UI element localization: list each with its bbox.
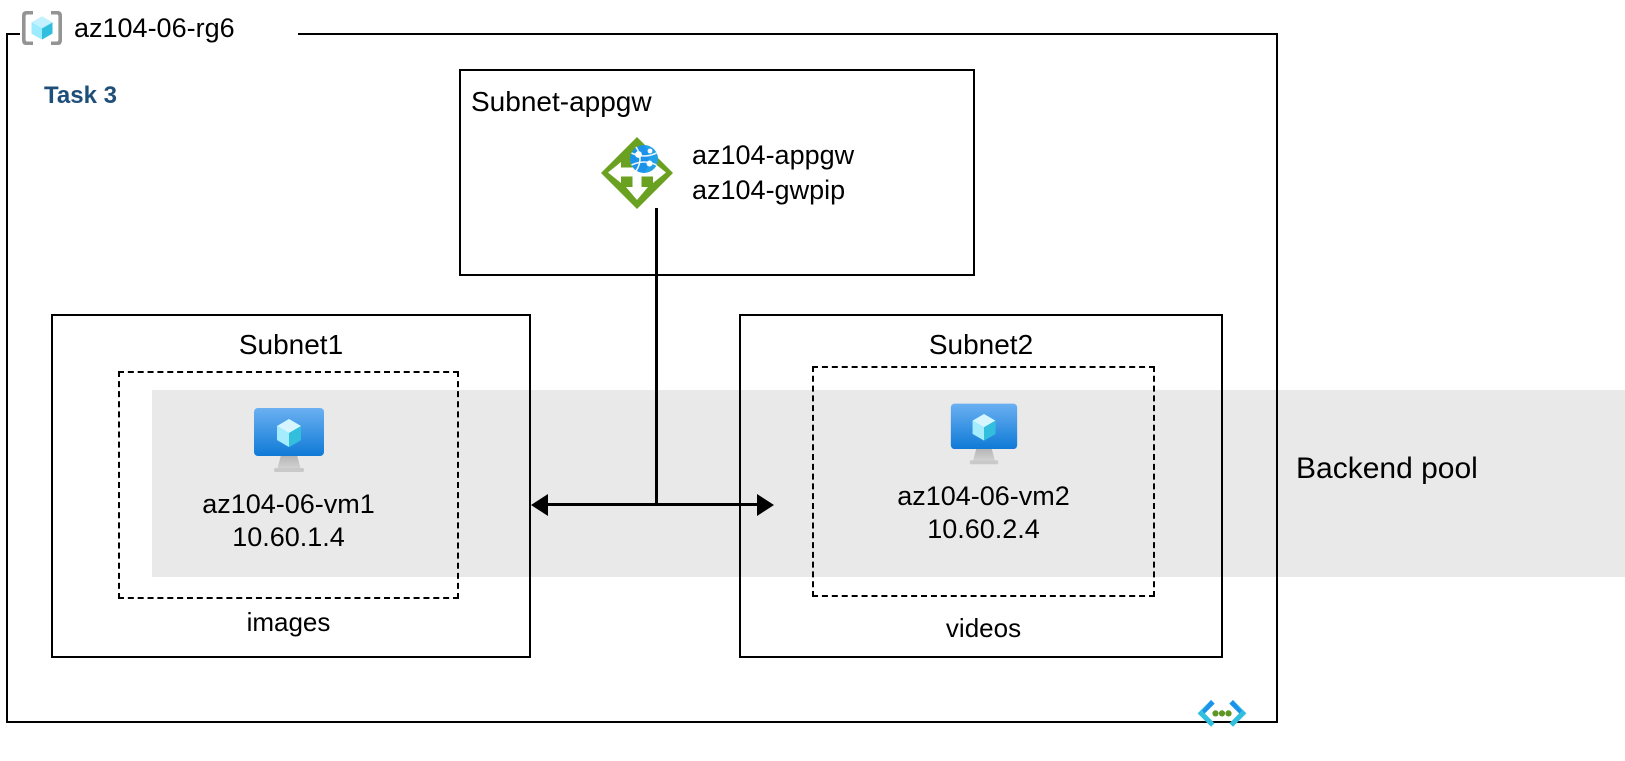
subnet2-title: Subnet2 <box>928 329 1034 360</box>
vm2-name: az104-06-vm2 <box>897 481 1070 511</box>
subnet2-nic-caption: videos <box>945 613 1022 643</box>
subnet1-title: Subnet1 <box>238 329 344 360</box>
arrow-head-left-icon <box>531 494 548 516</box>
resource-group-cube-icon <box>20 6 64 50</box>
vm1-name: az104-06-vm1 <box>202 489 375 519</box>
virtual-machine-icon <box>947 396 1021 468</box>
subnet2-box <box>739 314 1223 658</box>
subnet-appgw-box <box>459 69 975 276</box>
vm1-resource: az104-06-vm1 10.60.1.4 <box>160 400 417 554</box>
vm2-ip: 10.60.2.4 <box>927 513 1040 544</box>
appgw-name: az104-appgw <box>692 139 855 170</box>
resource-group-header: az104-06-rg6 <box>20 4 235 52</box>
subnet1-box <box>51 314 531 658</box>
vm1-ip: 10.60.1.4 <box>232 521 345 552</box>
subnet2-nic-boundary <box>812 366 1155 597</box>
subnet1-nic-boundary <box>118 371 459 599</box>
vm2-resource: az104-06-vm2 10.60.2.4 <box>855 396 1112 546</box>
vm2-icon-wrap <box>855 396 1112 468</box>
appgw-pip-name: az104-gwpip <box>692 175 846 205</box>
resource-group-boundary <box>6 33 1278 723</box>
subnet1-nic-caption: images <box>246 607 331 637</box>
virtual-machine-icon <box>250 400 328 476</box>
backend-pool-label: Backend pool <box>1296 452 1478 485</box>
resource-group-name: az104-06-rg6 <box>74 12 235 43</box>
application-gateway-labels: az104-appgw az104-gwpip <box>692 138 854 208</box>
application-gateway-resource: az104-appgw az104-gwpip <box>598 134 854 212</box>
appgw-vertical-connector <box>655 208 658 504</box>
resource-group-label-mask <box>20 22 298 46</box>
task-label: Task 3 <box>44 82 117 109</box>
arrow-head-right-icon <box>757 494 774 516</box>
backend-horizontal-connector <box>538 503 768 506</box>
virtual-network-icon <box>1196 697 1248 731</box>
backend-pool-band <box>152 390 1625 577</box>
subnet-appgw-title: Subnet-appgw <box>471 86 652 117</box>
application-gateway-icon <box>598 134 676 212</box>
vm1-icon-wrap <box>160 400 417 476</box>
